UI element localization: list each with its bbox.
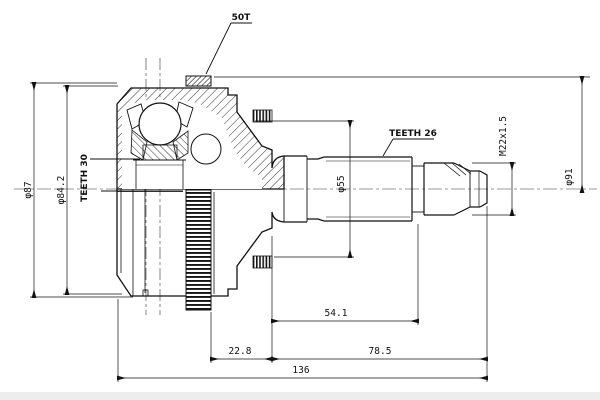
bearing-ball — [138, 102, 182, 146]
housing-od-label: φ87 — [23, 181, 34, 198]
housing-od-chamfer-label: φ84.2 — [56, 176, 67, 205]
stub-shaft — [283, 155, 488, 223]
dim-housing-od-chamfer — [63, 85, 122, 295]
spline-length-label: 54.1 — [325, 308, 348, 319]
leader-outer-spline — [382, 138, 434, 157]
dim-overall-length — [117, 299, 488, 382]
spline-bore — [133, 160, 186, 189]
ring-to-face-length-label: 22.8 — [229, 346, 252, 357]
thread-spec-label: M22x1.5 — [498, 116, 509, 156]
leader-inner-spline — [90, 158, 183, 192]
abs-ring-od-label: φ91 — [564, 168, 575, 185]
abs-ring-teeth-band — [185, 189, 212, 311]
abs-ring-teeth-label: 50T — [232, 13, 252, 23]
ball-track-groove — [190, 133, 222, 165]
housing-exterior — [116, 189, 285, 297]
boot-lip-top — [252, 109, 273, 123]
dim-housing-od — [30, 82, 133, 298]
outer-spline-teeth-label: TEETH 26 — [389, 129, 437, 139]
inner-spline-teeth-label: TEETH 30 — [80, 154, 90, 202]
dim-ring-to-face — [210, 236, 273, 363]
leader-abs-ring — [205, 22, 252, 75]
inner-race-bottom — [142, 144, 178, 161]
abs-ring-section — [185, 75, 212, 87]
dimensions — [30, 22, 590, 382]
page-edge-shading — [0, 392, 600, 400]
stub-length-label: 78.5 — [369, 346, 392, 357]
dim-abs-ring-od — [214, 76, 590, 193]
housing-section — [116, 87, 285, 190]
thread-section — [424, 162, 488, 216]
dim-stub-length — [271, 206, 488, 382]
dim-boot-seat — [255, 120, 354, 258]
boot-lip-bottom — [252, 255, 273, 269]
boot-seat-dia-label: φ55 — [336, 175, 347, 192]
dim-thread — [472, 162, 516, 216]
overall-length-label: 136 — [292, 365, 309, 376]
annotation-text: 50T TEETH 26 TEETH 30 M22x1.5 φ87 φ84.2 … — [23, 13, 575, 376]
dim-spline-length — [271, 224, 419, 325]
